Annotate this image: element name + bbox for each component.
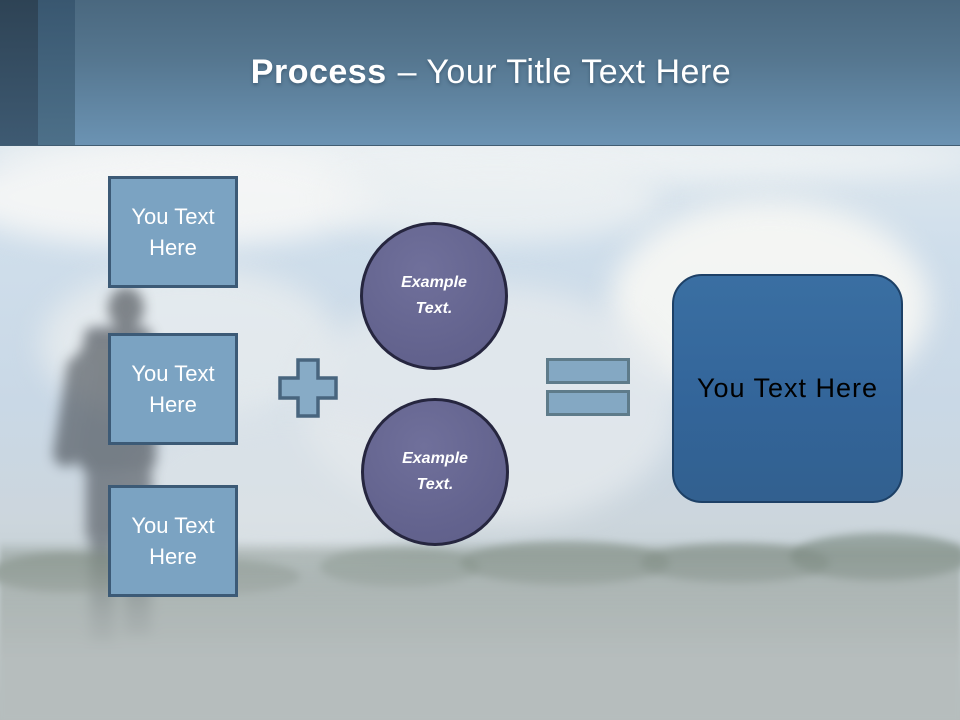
example-circle-label: Example Text. bbox=[401, 273, 467, 317]
result-box-label: You Text Here bbox=[696, 373, 879, 403]
input-box-label: You Text Here bbox=[131, 203, 215, 260]
cloud bbox=[330, 157, 660, 241]
header-accent-bar-dark bbox=[0, 0, 38, 145]
title-emphasis: Process bbox=[250, 53, 387, 91]
slide-title[interactable]: Process – Your Title Text Here bbox=[0, 0, 960, 145]
example-circle-label: Example Text. bbox=[402, 449, 468, 493]
person-head bbox=[108, 287, 144, 329]
equals-icon bbox=[546, 390, 630, 416]
example-circle-1[interactable]: Example Text. bbox=[360, 222, 508, 370]
input-box-2[interactable]: You Text Here bbox=[108, 333, 238, 445]
plus-icon bbox=[278, 358, 338, 418]
slide-header: Process – Your Title Text Here bbox=[0, 0, 960, 146]
input-box-label: You Text Here bbox=[131, 360, 215, 417]
equals-shape[interactable] bbox=[546, 358, 630, 422]
header-accent-bar-light bbox=[38, 0, 75, 145]
input-box-label: You Text Here bbox=[131, 512, 215, 569]
title-text: – Your Title Text Here bbox=[397, 53, 732, 91]
equals-icon bbox=[546, 358, 630, 384]
input-box-3[interactable]: You Text Here bbox=[108, 485, 238, 597]
result-box[interactable]: You Text Here bbox=[672, 274, 903, 503]
example-circle-2[interactable]: Example Text. bbox=[361, 398, 509, 546]
plus-shape[interactable] bbox=[277, 357, 339, 419]
input-box-1[interactable]: You Text Here bbox=[108, 176, 238, 288]
